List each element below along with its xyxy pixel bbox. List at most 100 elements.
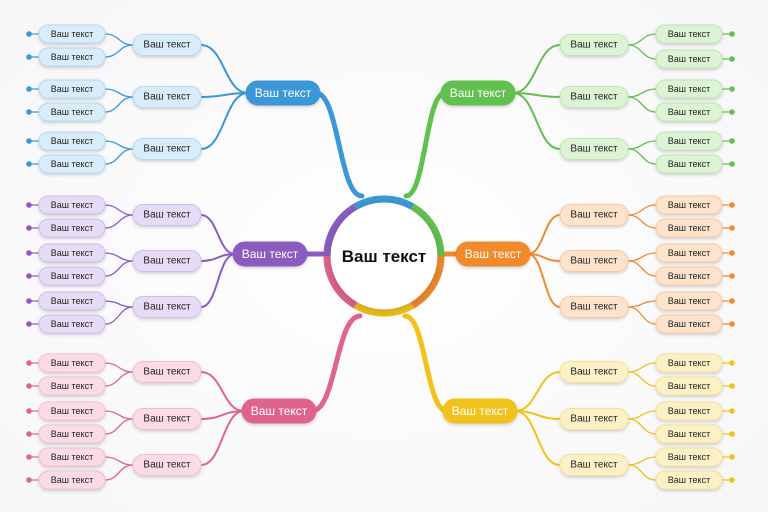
main-topic-label: Ваш текст [450,86,507,100]
leaf-node[interactable]: Ваш текст [655,24,723,44]
leaf-pill [38,243,106,263]
leaf-node[interactable]: Ваш текст [38,102,106,122]
leaf-label: Ваш текст [51,159,93,169]
leaf-pill [655,353,723,373]
leaf-dot [729,477,735,483]
subtopic-node[interactable]: Ваш текст [559,361,629,383]
leaf-connector [104,410,134,420]
leaf-node[interactable]: Ваш текст [655,424,723,444]
leaf-node[interactable]: Ваш текст [38,47,106,67]
leaf-connector [627,214,657,229]
leaf-dot [26,273,32,279]
subtopic-node[interactable]: Ваш текст [559,204,629,226]
subtopic-pill [559,296,629,318]
leaf-node[interactable]: Ваш текст [38,353,106,373]
subtopic-label: Ваш текст [570,367,618,378]
leaf-node[interactable]: Ваш текст [655,353,723,373]
subtopic-label: Ваш текст [570,210,618,221]
leaf-node[interactable]: Ваш текст [655,243,723,263]
subtopic-node[interactable]: Ваш текст [132,138,202,160]
leaf-node[interactable]: Ваш текст [38,131,106,151]
leaf-node[interactable]: Ваш текст [38,243,106,263]
leaf-node[interactable]: Ваш текст [655,291,723,311]
leaf-node[interactable]: Ваш текст [655,102,723,122]
leaf-node[interactable]: Ваш текст [38,376,106,396]
leaf-dot [26,408,32,414]
main-topic-orange[interactable]: Ваш текст [455,241,531,267]
leaf-label: Ваш текст [51,406,93,416]
branch-connector [514,371,561,412]
subtopic-node[interactable]: Ваш текст [559,454,629,476]
branch-trunk-yellow [402,313,450,414]
leaf-node[interactable]: Ваш текст [655,314,723,334]
leaf-connector [627,362,657,373]
leaf-node[interactable]: Ваш текст [655,131,723,151]
leaf-node[interactable]: Ваш текст [38,314,106,334]
leaf-node[interactable]: Ваш текст [38,195,106,215]
central-ring-segment [323,203,358,257]
leaf-connector [627,300,657,308]
subtopic-node[interactable]: Ваш текст [559,34,629,56]
leaf-dot [729,383,735,389]
leaf-dot [26,138,32,144]
subtopic-node[interactable]: Ваш текст [132,34,202,56]
subtopic-node[interactable]: Ваш текст [559,408,629,430]
branch-connector [527,214,561,255]
leaf-node[interactable]: Ваш текст [655,401,723,421]
subtopic-node[interactable]: Ваш текст [559,296,629,318]
subtopic-node[interactable]: Ваш текст [559,138,629,160]
subtopic-label: Ваш текст [570,460,618,471]
leaf-pill [655,24,723,44]
subtopic-node[interactable]: Ваш текст [132,408,202,430]
subtopic-node[interactable]: Ваш текст [559,250,629,272]
leaf-node[interactable]: Ваш текст [38,266,106,286]
main-topic-blue[interactable]: Ваш текст [245,80,321,106]
leaf-label: Ваш текст [51,84,93,94]
leaf-node[interactable]: Ваш текст [655,218,723,238]
leaf-node[interactable]: Ваш текст [38,447,106,467]
subtopic-node[interactable]: Ваш текст [132,296,202,318]
leaf-node[interactable]: Ваш текст [38,401,106,421]
leaf-node[interactable]: Ваш текст [38,79,106,99]
leaf-node[interactable]: Ваш текст [655,376,723,396]
leaf-label: Ваш текст [668,200,710,210]
subtopic-label: Ваш текст [143,302,191,313]
leaf-node[interactable]: Ваш текст [655,470,723,490]
central-topic-circle [331,203,437,309]
leaf-label: Ваш текст [51,296,93,306]
leaf-node[interactable]: Ваш текст [38,24,106,44]
subtopic-node[interactable]: Ваш текст [132,454,202,476]
main-topic-purple[interactable]: Ваш текст [232,241,308,267]
leaf-label: Ваш текст [668,296,710,306]
subtopic-node[interactable]: Ваш текст [559,86,629,108]
leaf-node[interactable]: Ваш текст [38,470,106,490]
main-topic-pill [241,398,317,424]
leaf-node[interactable]: Ваш текст [655,447,723,467]
subtopic-node[interactable]: Ваш текст [132,250,202,272]
leaf-node[interactable]: Ваш текст [655,266,723,286]
subtopic-node[interactable]: Ваш текст [132,204,202,226]
subtopic-node[interactable]: Ваш текст [132,361,202,383]
main-topic-pink[interactable]: Ваш текст [241,398,317,424]
central-ring-segment [323,255,358,309]
leaf-connector [627,33,657,46]
leaf-connector [627,140,657,150]
leaf-pill [38,314,106,334]
leaf-node[interactable]: Ваш текст [38,424,106,444]
leaf-label: Ваш текст [668,54,710,64]
leaf-node[interactable]: Ваш текст [655,49,723,69]
subtopic-label: Ваш текст [570,256,618,267]
leaf-node[interactable]: Ваш текст [38,291,106,311]
leaf-dot [729,250,735,256]
main-topic-yellow[interactable]: Ваш текст [442,398,518,424]
leaf-node[interactable]: Ваш текст [655,195,723,215]
subtopic-node[interactable]: Ваш текст [132,86,202,108]
leaf-label: Ваш текст [51,452,93,462]
leaf-node[interactable]: Ваш текст [655,154,723,174]
leaf-node[interactable]: Ваш текст [38,218,106,238]
central-topic[interactable]: Ваш текст [323,195,445,317]
leaf-node[interactable]: Ваш текст [38,154,106,174]
main-topic-green[interactable]: Ваш текст [440,80,516,106]
leaf-node[interactable]: Ваш текст [655,79,723,99]
branch-connector [527,253,561,308]
